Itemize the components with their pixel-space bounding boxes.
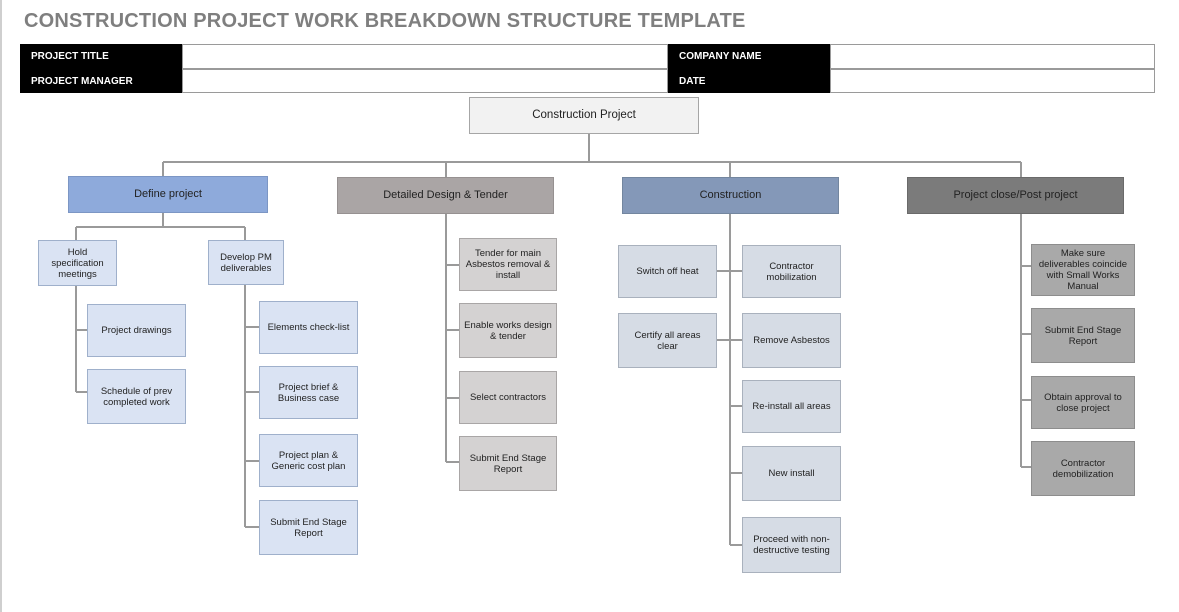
- task-certify-areas-clear: Certify all areas clear: [618, 313, 717, 368]
- task-select-contractors: Select contractors: [459, 371, 557, 424]
- task-new-install: New install: [742, 446, 841, 501]
- project-info-table: PROJECT TITLE COMPANY NAME PROJECT MANAG…: [20, 44, 1155, 93]
- task-make-sure-deliverables: Make sure deliverables coincide with Sma…: [1031, 244, 1135, 296]
- task-contractor-mobilization: Contractor mobilization: [742, 245, 841, 298]
- task-switch-off-heat: Switch off heat: [618, 245, 717, 298]
- phase-project-close: Project close/Post project: [907, 177, 1124, 214]
- task-hold-spec-meetings: Hold specification meetings: [38, 240, 117, 286]
- project-title-field[interactable]: [182, 44, 668, 69]
- task-enable-works: Enable works design & tender: [459, 303, 557, 358]
- phase-construction: Construction: [622, 177, 839, 214]
- left-border: [0, 0, 2, 612]
- task-define-submit-end-stage: Submit End Stage Report: [259, 500, 358, 555]
- task-elements-checklist: Elements check-list: [259, 301, 358, 354]
- task-proceed-testing: Proceed with non-destructive testing: [742, 517, 841, 573]
- phase-define-project: Define project: [68, 176, 268, 213]
- project-title-label: PROJECT TITLE: [20, 44, 182, 69]
- phase-detailed-design: Detailed Design & Tender: [337, 177, 554, 214]
- task-develop-pm-deliverables: Develop PM deliverables: [208, 240, 284, 285]
- task-project-brief: Project brief & Business case: [259, 366, 358, 419]
- task-obtain-approval: Obtain approval to close project: [1031, 376, 1135, 429]
- task-remove-asbestos: Remove Asbestos: [742, 313, 841, 368]
- task-schedule-prev-work: Schedule of prev completed work: [87, 369, 186, 424]
- task-design-submit-end-stage: Submit End Stage Report: [459, 436, 557, 491]
- company-name-label: COMPANY NAME: [668, 44, 830, 69]
- task-project-drawings: Project drawings: [87, 304, 186, 357]
- task-project-plan: Project plan & Generic cost plan: [259, 434, 358, 487]
- task-reinstall-areas: Re-install all areas: [742, 380, 841, 433]
- project-manager-label: PROJECT MANAGER: [20, 69, 182, 93]
- date-field[interactable]: [830, 69, 1155, 93]
- company-name-field[interactable]: [830, 44, 1155, 69]
- task-tender-main: Tender for main Asbestos removal & insta…: [459, 238, 557, 291]
- task-contractor-demobilization: Contractor demobilization: [1031, 441, 1135, 496]
- page-title: CONSTRUCTION PROJECT WORK BREAKDOWN STRU…: [24, 10, 746, 32]
- project-manager-field[interactable]: [182, 69, 668, 93]
- root-node: Construction Project: [469, 97, 699, 134]
- task-close-submit-end-stage: Submit End Stage Report: [1031, 308, 1135, 363]
- date-label: DATE: [668, 69, 830, 93]
